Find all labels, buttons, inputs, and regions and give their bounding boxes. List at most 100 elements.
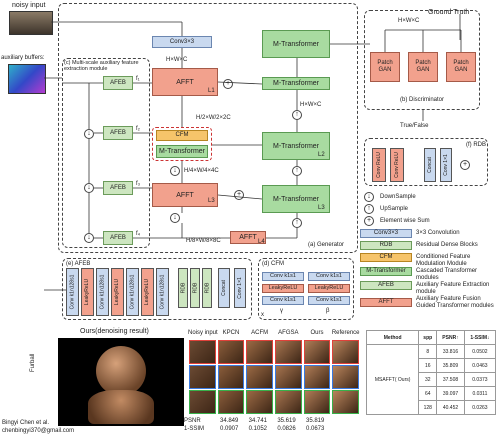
afft-block-l4: AFFT: [230, 231, 266, 244]
cfm-col1-conv1: Conv k1s1: [262, 272, 304, 281]
legend-afeb-swatch: AFEB: [360, 281, 412, 290]
f3-label: f₃: [136, 181, 141, 187]
afeb-block-4: AFEB: [103, 231, 133, 245]
comparison-thumbnail: [246, 390, 273, 414]
afeb-concat: Concat: [218, 268, 230, 308]
afeb-block-3: AFEB: [103, 181, 133, 195]
m-transformer-l1: M-Transformer: [262, 77, 330, 90]
afeb-conv: Conv k1n128s1: [126, 268, 139, 316]
afeb-rdb-2: RDB: [190, 268, 200, 308]
f1-label: f₁: [136, 76, 140, 82]
downsample-icon: ↓: [170, 166, 180, 176]
psnr-label: PSNR: [184, 418, 201, 424]
ssim-value: 0.0826: [277, 426, 296, 432]
dim-8c-label: H/8×W/8×8C: [186, 238, 221, 244]
comparison-thumbnail: [246, 340, 273, 364]
comparison-thumbnail: [189, 390, 216, 414]
upsample-icon: ↑: [292, 110, 302, 120]
author-email: chenbingyi370@gmail.com: [2, 428, 75, 434]
legend-afft-text: Auxiliary Feature Fusion Guided Transfor…: [416, 296, 494, 309]
m-transformer-l2: M-Transformer: [262, 132, 330, 160]
l4-label: L4: [258, 239, 265, 245]
noisy-input-label: noisy input: [12, 2, 46, 9]
aux-buffers-image: [8, 64, 46, 94]
legend-upsample: UpSample: [380, 206, 409, 212]
dim-hwc-label: H×W×C: [166, 57, 188, 63]
rdb-title: (f) RDB: [466, 142, 486, 148]
comparison-thumbnail: [246, 365, 273, 389]
patch-gan-2: Patch GAN: [408, 52, 438, 82]
afeb-conv: Conv k1n128s1: [96, 268, 109, 316]
dim-hwc-dec-label: H×W×C: [300, 102, 322, 108]
cfm-x-label: x: [261, 312, 264, 318]
feature-extraction-title: (c) Multi-scale auxiliary feature extrac…: [64, 60, 139, 72]
element-sum-icon: +: [234, 190, 244, 200]
cfm-detail-frame: [258, 258, 354, 320]
aux-buffers-label: auxiliary buffers:: [1, 55, 45, 61]
rdb-conv-relu-2: Conv ReLU: [390, 148, 404, 182]
legend-afft-swatch: AFFT: [360, 298, 412, 307]
method-label: AFGSA: [278, 330, 299, 336]
author-name: Bingyi Chen et al.: [2, 420, 50, 426]
discriminator-frame: [364, 10, 480, 110]
discriminator-title: (b) Discriminator: [400, 97, 445, 103]
f2-label: f₂: [136, 126, 140, 132]
psnr-value: 34.849: [220, 418, 239, 424]
comparison-thumbnail: [332, 390, 359, 414]
l3-dec-label: L3: [318, 205, 325, 211]
patch-gan-1: Patch GAN: [370, 52, 400, 82]
ours-result-image: [58, 338, 184, 426]
legend-mt-text: Cascaded Transformer modules: [416, 268, 478, 281]
legend-downsample: DownSample: [380, 194, 416, 200]
afeb-block-2: AFEB: [103, 126, 133, 140]
patch-gan-3: Patch GAN: [446, 52, 476, 82]
l1-label: L1: [208, 88, 215, 94]
element-sum-icon: +: [364, 216, 374, 226]
legend-sum: Element wise Sum: [380, 218, 430, 224]
afeb-detail-frame: [62, 258, 252, 320]
method-label: Ours: [310, 330, 324, 336]
comparison-thumbnail: [332, 340, 359, 364]
disc-dim-label: H×W×C: [398, 18, 420, 24]
cfm-col1-relu: LeakyReLU: [262, 284, 304, 293]
results-table: Method spp PSNR↑ 1-SSIM↓ MSAFFT( Ours) 8…: [365, 330, 497, 415]
generator-title: (a) Generator: [308, 242, 345, 248]
cfm-col2-relu: LeakyReLU: [308, 284, 350, 293]
conv3x3-block: Conv3×3: [152, 36, 212, 48]
legend-cfm-swatch: CFM: [360, 253, 412, 262]
method-label: KPCN: [222, 330, 240, 336]
l3-label: L3: [208, 198, 215, 204]
downsample-icon: ↓: [84, 233, 94, 243]
downsample-icon: ↓: [364, 192, 374, 202]
dim-4c-label: H/4×W/4×4C: [184, 168, 219, 174]
upsample-icon: ↑: [292, 218, 302, 228]
afeb-leakyrelu: LeakyReLU: [111, 268, 124, 316]
rdb-conv-relu-1: Conv ReLU: [372, 148, 386, 182]
rdb-concat: Concat: [424, 148, 436, 182]
cfm-col2-conv1: Conv k1s1: [308, 272, 350, 281]
ours-result-label: Ours(denoising result): [80, 328, 149, 335]
afeb-leakyrelu: LeakyReLU: [81, 268, 94, 316]
cfm-col1-conv2: Conv k1s1: [262, 296, 304, 305]
comparison-grid: [188, 340, 360, 415]
comparison-thumbnail: [217, 340, 245, 364]
comparison-thumbnail: [189, 340, 216, 364]
legend-afeb-text: Auxiliary Feature Extraction module: [416, 282, 490, 295]
method-label: ACFM: [251, 330, 269, 336]
downsample-icon: ↓: [170, 213, 180, 223]
comparison-thumbnail: [217, 365, 245, 389]
m-transformer-block: M-Transformer: [156, 145, 208, 158]
psnr-value: 34.741: [248, 418, 268, 424]
method-label: Noisy input: [188, 330, 218, 336]
feature-extraction-frame: [62, 58, 150, 248]
afeb-leakyrelu: LeakyReLU: [141, 268, 154, 316]
upsample-icon: ↑: [364, 204, 374, 214]
noisy-input-image: [9, 11, 53, 35]
legend-cfm-text: Conditioned Feature Modulation Module: [416, 254, 471, 267]
true-false-label: True/False: [400, 123, 429, 129]
table-cell: 0.0263: [463, 400, 497, 415]
psnr-value: 35.819: [306, 418, 325, 424]
